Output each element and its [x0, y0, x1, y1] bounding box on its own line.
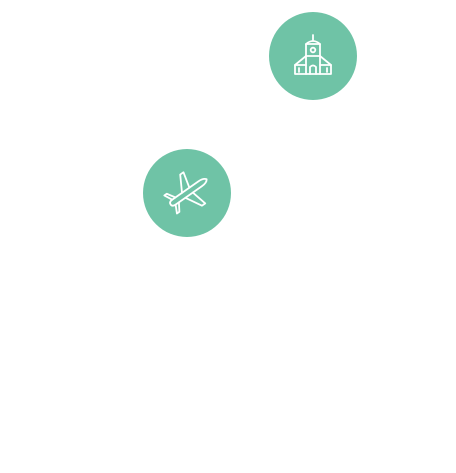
- airplane-marker[interactable]: [143, 149, 231, 237]
- airplane-icon: [159, 165, 215, 221]
- church-marker[interactable]: [269, 12, 357, 100]
- church-icon: [287, 30, 339, 82]
